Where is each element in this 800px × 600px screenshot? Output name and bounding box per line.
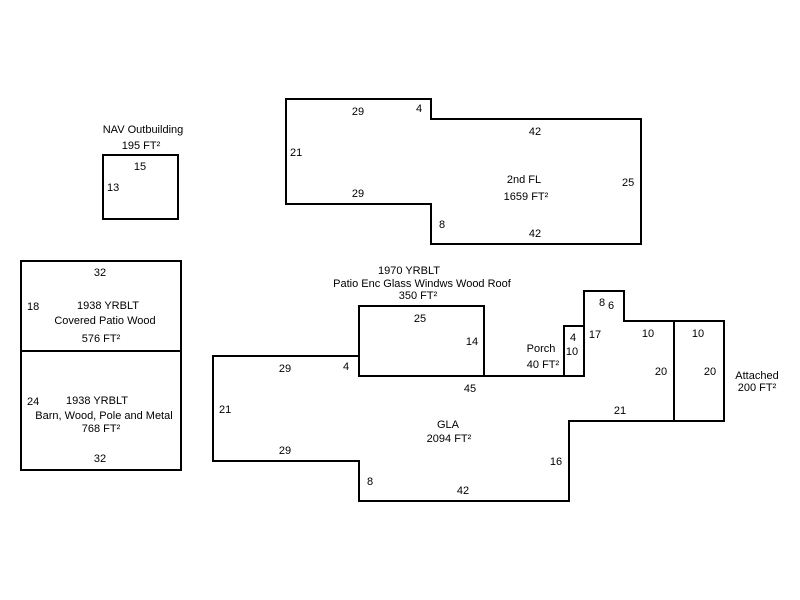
dim-label: 14 bbox=[466, 336, 478, 348]
covered-patio: 32 18 1938 YRBLT Covered Patio Wood 576 … bbox=[20, 260, 182, 352]
dim-label: 45 bbox=[464, 383, 476, 395]
dim-label: 18 bbox=[27, 301, 39, 313]
barn-area: 768 FT² bbox=[82, 423, 121, 435]
attached-garage: 10 20 Attached 200 FT² bbox=[673, 320, 779, 422]
dim-label: 42 bbox=[457, 485, 469, 497]
second-floor: 29 4 42 21 29 25 8 42 2nd FL 1659 FT² bbox=[285, 98, 642, 245]
dim-label: 16 bbox=[550, 456, 562, 468]
dim-label: 4 bbox=[343, 361, 349, 373]
dim-label: 4 bbox=[416, 103, 422, 115]
dim-label: 10 bbox=[642, 328, 654, 340]
nav-area: 195 FT² bbox=[122, 140, 161, 152]
porch-area: 40 FT² bbox=[527, 359, 560, 371]
nav-title: NAV Outbuilding bbox=[103, 124, 184, 136]
dim-label: 21 bbox=[219, 404, 231, 416]
attached-outline bbox=[673, 320, 725, 422]
dim-label: 4 bbox=[570, 332, 576, 344]
dim-label: 10 bbox=[566, 346, 578, 358]
porch: Porch 40 FT² 4 10 bbox=[527, 325, 585, 377]
gla-title: GLA bbox=[437, 419, 460, 431]
second-floor-area: 1659 FT² bbox=[504, 191, 549, 203]
patio-enclosed: 1970 YRBLT Patio Enc Glass Windws Wood R… bbox=[333, 265, 512, 377]
covered-patio-title: Covered Patio Wood bbox=[54, 315, 155, 327]
dim-label: 8 bbox=[599, 297, 605, 309]
dim-label: 42 bbox=[529, 126, 541, 138]
barn: 24 1938 YRBLT Barn, Wood, Pole and Metal… bbox=[20, 350, 182, 471]
dim-label: 29 bbox=[352, 188, 364, 200]
dim-label: 29 bbox=[279, 363, 291, 375]
dim-label: 29 bbox=[279, 445, 291, 457]
second-floor-outline bbox=[285, 98, 642, 245]
porch-outline bbox=[563, 325, 585, 377]
nav-outbuilding-outline bbox=[102, 154, 179, 220]
dim-label: 17 bbox=[589, 329, 601, 341]
gla-outline bbox=[212, 290, 675, 502]
second-floor-title: 2nd FL bbox=[507, 174, 541, 186]
patio-enclosed-area: 350 FT² bbox=[399, 290, 438, 302]
barn-outline bbox=[20, 350, 182, 471]
dim-label: 42 bbox=[529, 228, 541, 240]
dim-label: 8 bbox=[367, 476, 373, 488]
dim-label: 13 bbox=[107, 182, 119, 194]
dim-label: 25 bbox=[414, 313, 426, 325]
dim-label: 24 bbox=[27, 396, 39, 408]
dim-label: 20 bbox=[655, 366, 667, 378]
covered-patio-area: 576 FT² bbox=[82, 333, 121, 345]
attached-area: 200 FT² bbox=[738, 382, 777, 394]
barn-year: 1938 YRBLT bbox=[66, 395, 128, 407]
dim-label: 21 bbox=[290, 147, 302, 159]
dim-label: 25 bbox=[622, 177, 634, 189]
patio-enclosed-outline bbox=[358, 305, 485, 377]
gla: 29 4 45 21 29 8 42 16 21 20 10 17 8 6 GL… bbox=[212, 290, 675, 502]
dim-label: 32 bbox=[94, 267, 106, 279]
dim-label: 32 bbox=[94, 453, 106, 465]
patio-enclosed-year: 1970 YRBLT bbox=[378, 265, 440, 277]
porch-title: Porch bbox=[527, 343, 556, 355]
dim-label: 21 bbox=[614, 405, 626, 417]
barn-title: Barn, Wood, Pole and Metal bbox=[35, 410, 172, 422]
dim-label: 29 bbox=[352, 106, 364, 118]
patio-enclosed-title: Patio Enc Glass Windws Wood Roof bbox=[333, 278, 512, 290]
dim-label: 10 bbox=[692, 328, 704, 340]
gla-area: 2094 FT² bbox=[427, 433, 472, 445]
dim-label: 20 bbox=[704, 366, 716, 378]
dim-label: 8 bbox=[439, 219, 445, 231]
nav-outbuilding: NAV Outbuilding 195 FT² 15 13 bbox=[102, 124, 184, 220]
dim-label: 15 bbox=[134, 161, 146, 173]
dim-label: 6 bbox=[608, 300, 614, 312]
attached-title: Attached bbox=[735, 370, 778, 382]
covered-patio-year: 1938 YRBLT bbox=[77, 300, 139, 312]
